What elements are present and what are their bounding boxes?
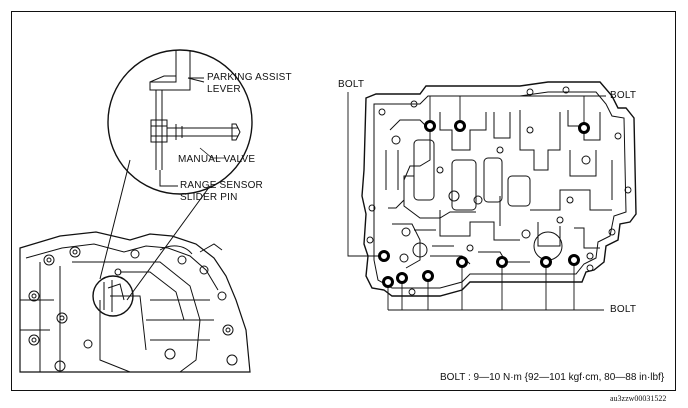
- bolt-label-left: BOLT: [338, 79, 365, 90]
- magnified-detail: [107, 49, 253, 195]
- manual-valve-label: MANUAL VALVE: [178, 154, 256, 165]
- range-sensor-label-line2: SLIDER PIN: [180, 192, 238, 203]
- torque-specification: BOLT : 9—10 N·m {92—101 kgf·cm, 80—88 in…: [440, 372, 665, 383]
- bolt-label-top-right: BOLT: [610, 90, 637, 101]
- bolt-marker: [568, 254, 580, 266]
- bolt-marker: [396, 272, 408, 284]
- figure-code: au3zzw00031522: [610, 394, 667, 403]
- figure-frame: [11, 11, 676, 391]
- range-sensor-label-line1: RANGE SENSOR: [180, 180, 263, 191]
- bolt-marker: [496, 256, 508, 268]
- bolt-marker: [422, 270, 434, 282]
- bolt-marker: [456, 256, 468, 268]
- bolt-label-bottom-right: BOLT: [610, 304, 637, 315]
- bolt-marker: [424, 120, 436, 132]
- parking-assist-lever-label: PARKING ASSIST LEVER: [207, 72, 292, 96]
- parking-assist-lever-label-line1: PARKING ASSIST: [207, 72, 292, 83]
- parking-assist-lever-label-line2: LEVER: [207, 84, 241, 95]
- bolt-marker: [378, 250, 390, 262]
- bolt-leader-lines: [347, 92, 606, 311]
- bolt-marker: [454, 120, 466, 132]
- transmission-housing-drawing: [19, 159, 251, 373]
- bolt-marker: [578, 122, 590, 134]
- bolt-markers: [378, 120, 590, 288]
- detail-callout-circle: [92, 275, 134, 317]
- range-sensor-slider-pin-label: RANGE SENSOR SLIDER PIN: [180, 180, 263, 204]
- bolt-marker: [382, 276, 394, 288]
- bolt-marker: [540, 256, 552, 268]
